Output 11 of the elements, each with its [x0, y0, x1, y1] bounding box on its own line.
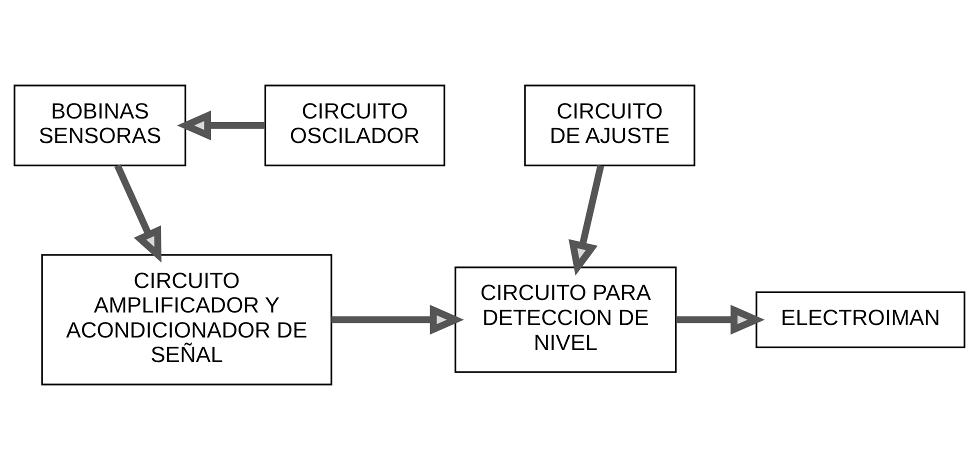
arrow	[568, 164, 604, 276]
node-box: BOBINAS SENSORAS	[14, 84, 186, 166]
arrow	[676, 304, 765, 335]
node-box: ELECTROIMAN	[756, 291, 966, 348]
node-box: CIRCUITO OSCILADOR	[264, 84, 446, 166]
arrow	[331, 304, 464, 335]
arrow	[114, 164, 162, 263]
arrow	[176, 110, 265, 140]
node-box: CIRCUITO PARA DETECCION DE NIVEL	[454, 266, 677, 373]
node-box: CIRCUITO DE AJUSTE	[524, 84, 696, 166]
node-box: CIRCUITO AMPLIFICADOR Y ACONDICIONADOR DE SEÑAL	[41, 254, 332, 386]
